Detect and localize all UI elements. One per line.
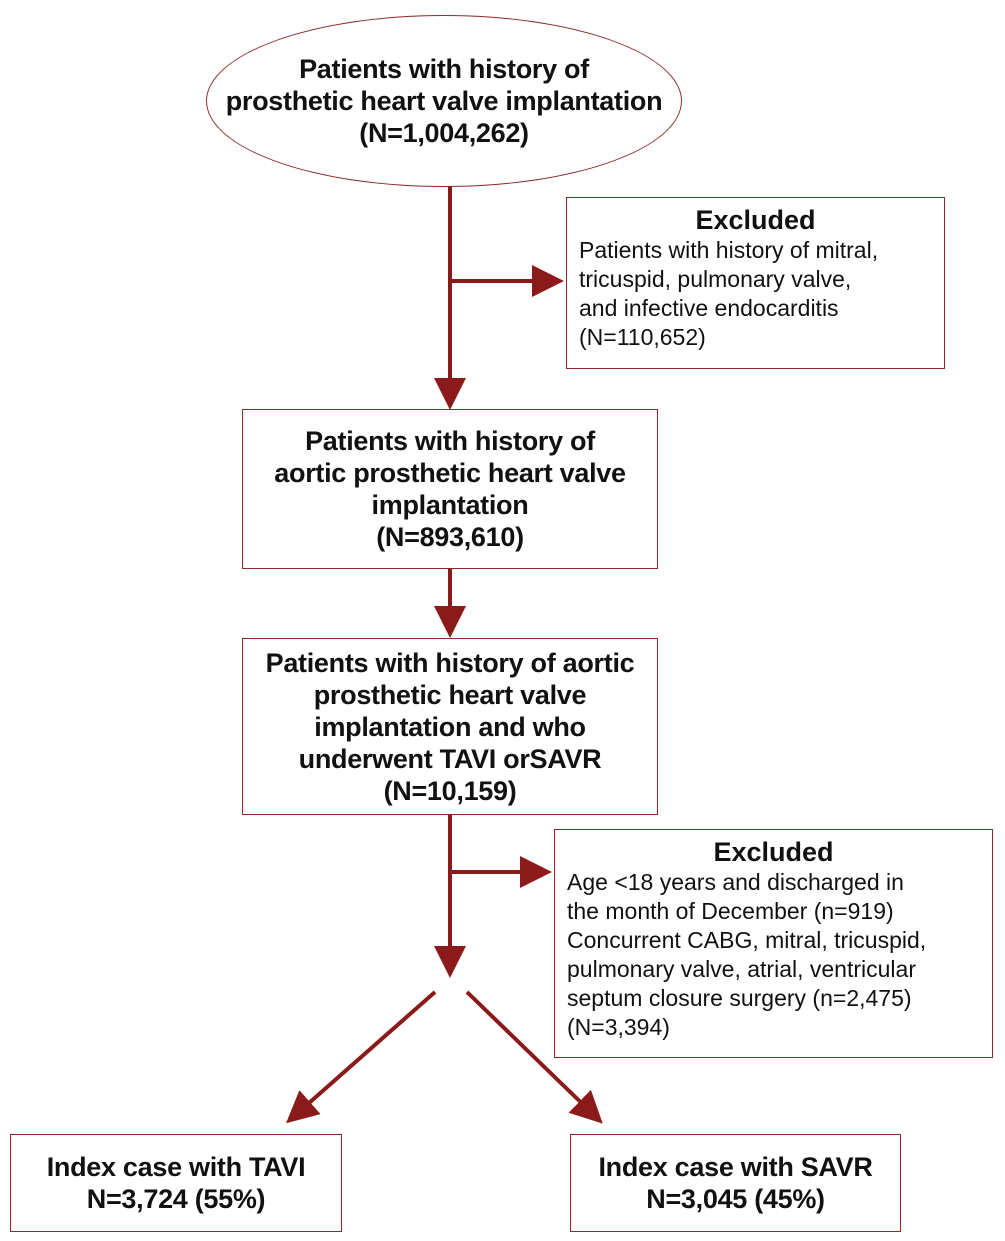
start-line-2: prosthetic heart valve implantation [225,86,663,116]
excluded2-line-1: Age <18 years and discharged in [567,869,904,895]
tavi-line-1: Index case with TAVI [46,1152,306,1182]
tavi-node: Index case with TAVI N=3,724 (55%) [10,1134,342,1232]
excluded2-line-4: pulmonary valve, atrial, ventricular [567,956,916,982]
excluded-title-2: Excluded [713,837,834,867]
aortic-line-3: implantation [371,490,529,520]
tavi-savr-line-1: Patients with history of aortic [265,647,635,678]
excluded1-line-2: tricuspid, pulmonary valve, [579,266,852,292]
tavi-savr-line-5: (N=10,159) [383,775,517,806]
aortic-line-2: aortic prosthetic heart valve [274,458,626,488]
excluded-box-1: Excluded Patients with history of mitral… [566,197,945,369]
aortic-line-4: (N=893,610) [376,522,524,552]
start-line-1: Patients with history of [299,54,589,84]
excluded-title-1: Excluded [695,205,816,235]
tavi-savr-node: Patients with history of aortic prosthet… [242,638,658,815]
excluded1-line-4: (N=110,652) [579,324,706,350]
excluded1-line-3: and infective endocarditis [579,295,839,321]
start-line-3: (N=1,004,262) [359,118,529,148]
excluded2-line-2: the month of December (n=919) [567,898,894,924]
tavi-savr-line-4: underwent TAVI orSAVR [298,743,602,774]
tavi-savr-line-3: implantation and who [314,711,586,742]
savr-line-1: Index case with SAVR [598,1152,873,1182]
excluded2-line-5: septum closure surgery (n=2,475) [567,985,912,1011]
aortic-node: Patients with history of aortic prosthet… [242,409,658,569]
tavi-savr-line-2: prosthetic heart valve [313,679,587,710]
excluded-box-2: Excluded Age <18 years and discharged in… [554,829,993,1058]
arrow-to-tavi [285,990,437,1124]
arrow-to-savr [465,990,603,1124]
aortic-line-1: Patients with history of [305,426,595,456]
tavi-line-2: N=3,724 (55%) [86,1184,266,1214]
excluded2-line-3: Concurrent CABG, mitral, tricuspid, [567,927,927,953]
savr-line-2: N=3,045 (45%) [646,1184,825,1214]
excluded1-line-1: Patients with history of mitral, [579,237,879,263]
savr-node: Index case with SAVR N=3,045 (45%) [570,1134,901,1232]
excluded2-line-6: (N=3,394) [567,1014,670,1040]
start-node: Patients with history of prosthetic hear… [206,15,682,187]
